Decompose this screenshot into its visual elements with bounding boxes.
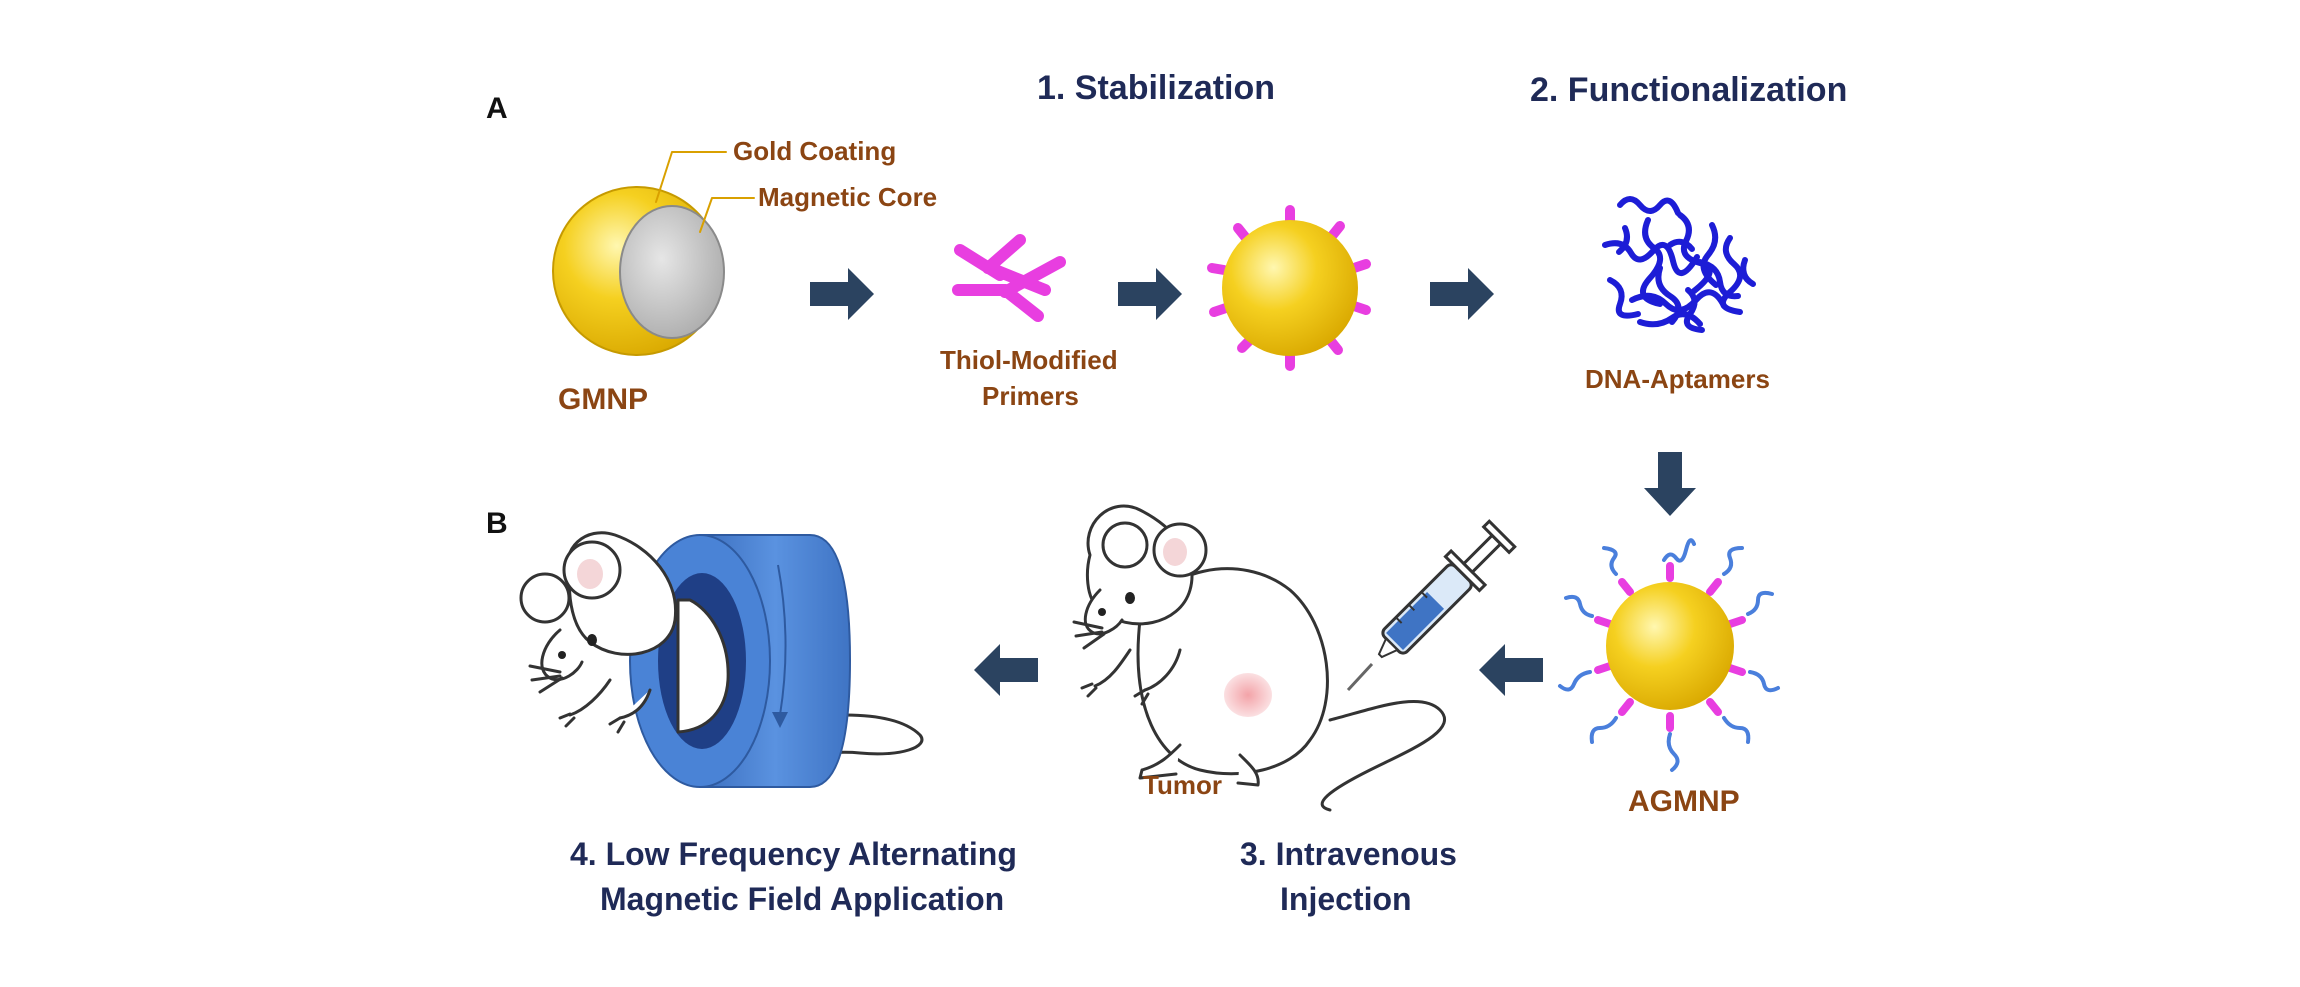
tumor-label: Tumor xyxy=(1143,770,1222,800)
agmnp-particle xyxy=(1558,538,1780,772)
gmnp-particle xyxy=(552,151,755,356)
thiol-label-line1: Thiol-Modified xyxy=(940,345,1118,375)
arrow-right-icon xyxy=(1430,268,1494,320)
stabilized-particle xyxy=(1207,205,1371,371)
thiol-primer-icon xyxy=(952,234,1066,322)
mouse-illustration xyxy=(1072,504,1447,812)
arrow-down-icon xyxy=(1644,452,1696,516)
thiol-label-line2: Primers xyxy=(982,381,1079,411)
dna-aptamers-label: DNA-Aptamers xyxy=(1585,364,1770,394)
step-3-title-line2: Injection xyxy=(1280,881,1412,917)
dna-aptamer-icon xyxy=(1602,196,1756,333)
arrow-right-icon xyxy=(810,268,874,320)
panel-label-b: B xyxy=(486,507,508,540)
gmnp-label: GMNP xyxy=(558,383,648,416)
step-4-title-line2: Magnetic Field Application xyxy=(600,881,1004,917)
arrow-right-icon xyxy=(1118,268,1182,320)
step-2-title: 2. Functionalization xyxy=(1530,71,1847,109)
agmnp-label: AGMNP xyxy=(1628,785,1740,818)
step-3-title-line1: 3. Intravenous xyxy=(1240,836,1457,872)
tumor-spot xyxy=(1224,673,1272,717)
step-1-title: 1. Stabilization xyxy=(1037,69,1275,107)
arrow-left-icon xyxy=(974,644,1038,696)
magnetic-core-label: Magnetic Core xyxy=(758,182,937,212)
gold-coating-label: Gold Coating xyxy=(733,136,896,166)
step-4-title-line1: 4. Low Frequency Alternating xyxy=(570,836,1017,872)
mouse-in-coil xyxy=(519,531,730,734)
syringe-icon xyxy=(1346,519,1517,692)
panel-label-a: A xyxy=(486,92,508,125)
arrow-left-icon xyxy=(1479,644,1543,696)
